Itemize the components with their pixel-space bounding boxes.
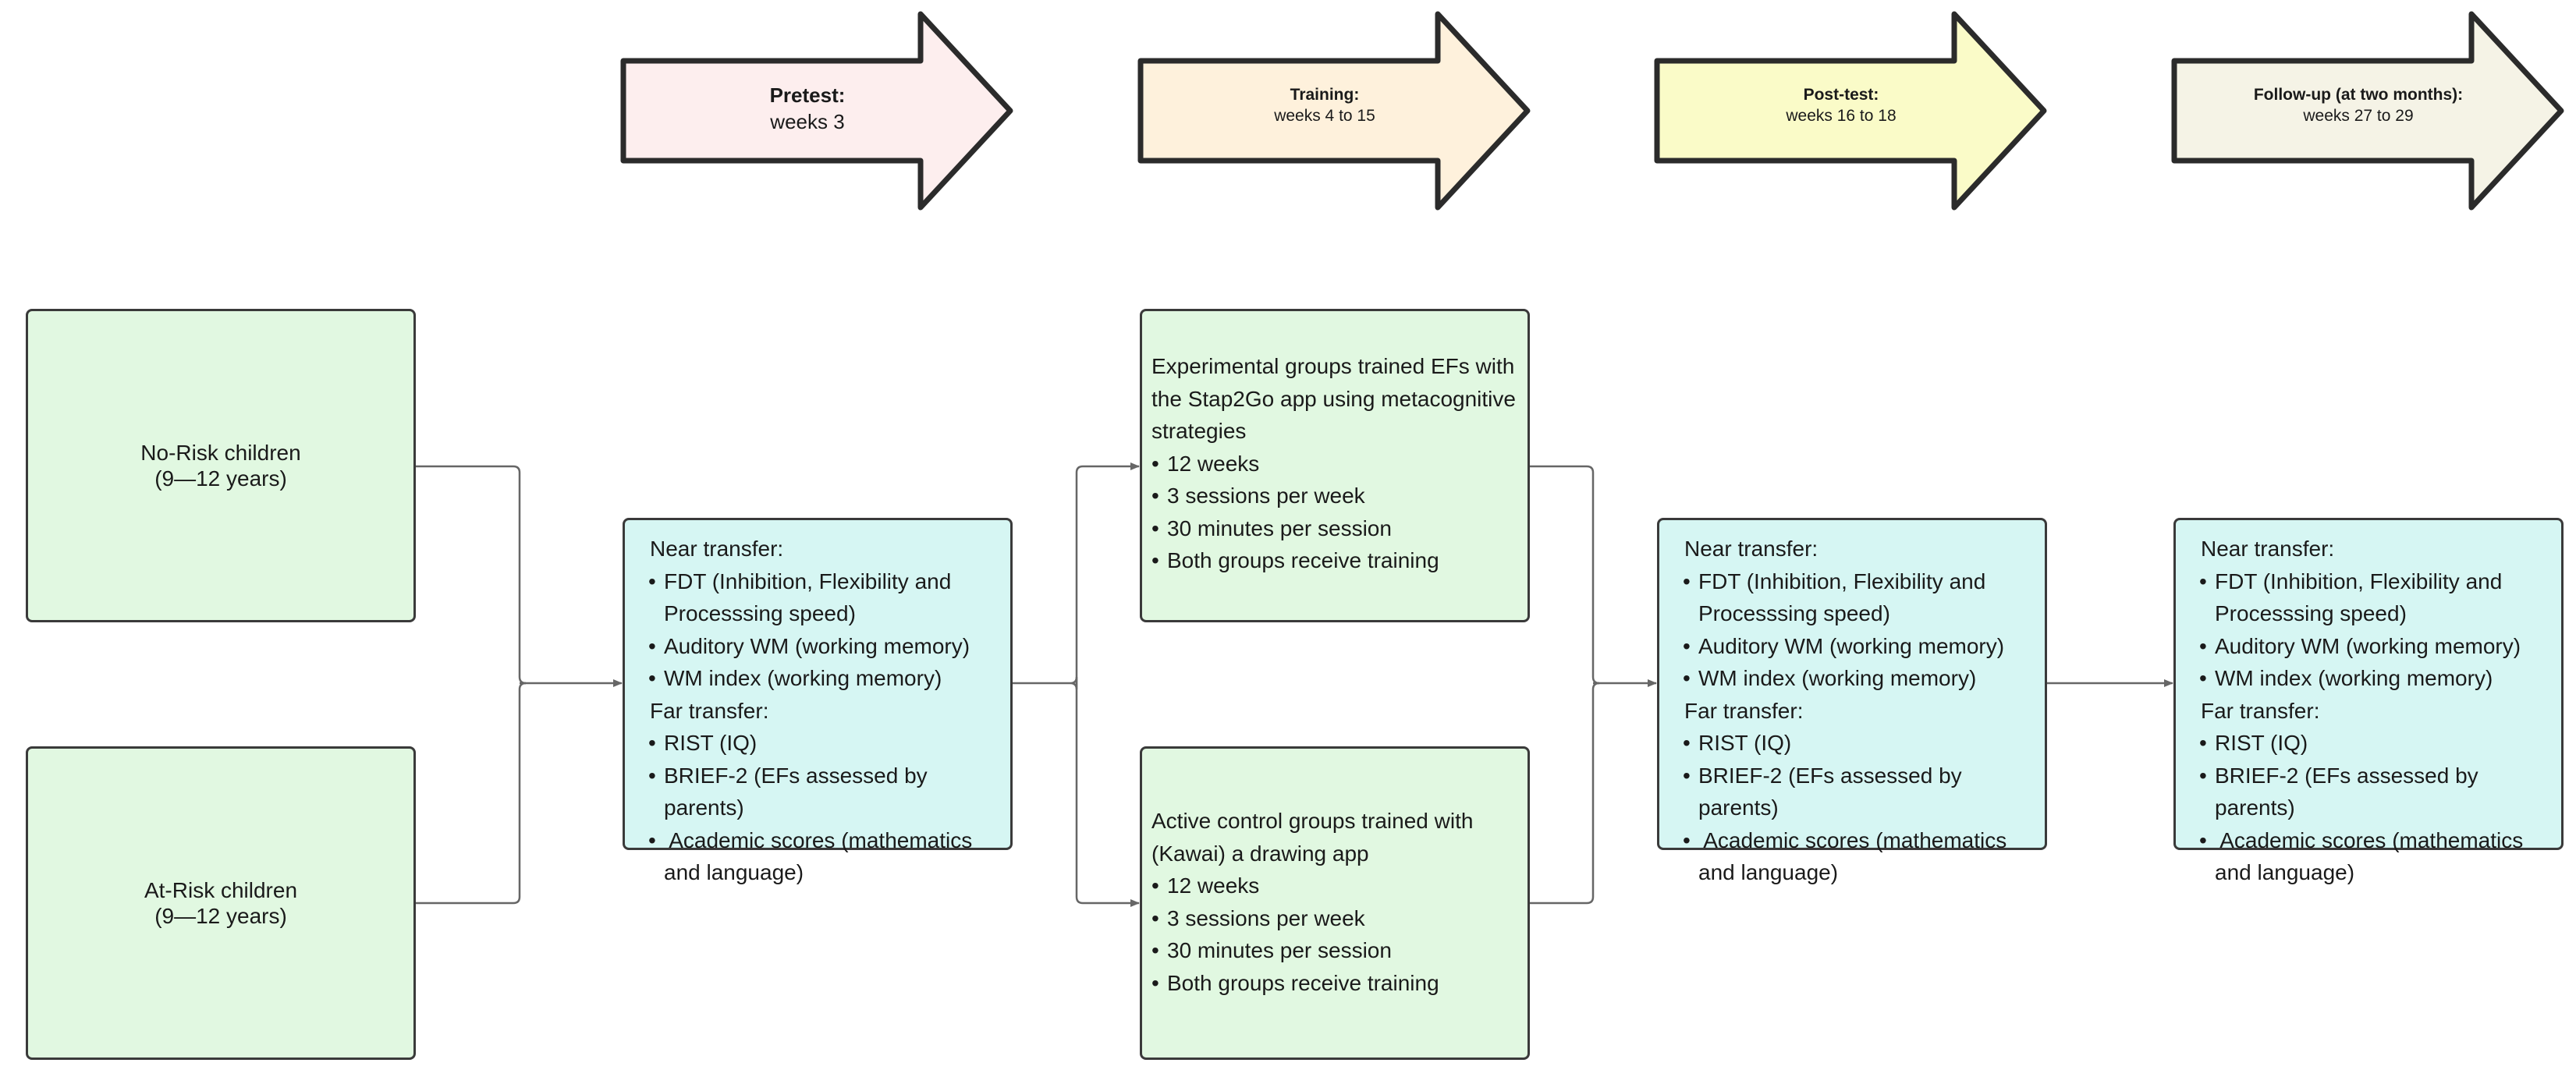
phase-weeks: weeks 27 to 29 bbox=[2303, 107, 2414, 126]
phase-weeks: weeks 16 to 18 bbox=[1786, 107, 1897, 126]
measure-item: BRIEF-2 (EFs assessed by parents) bbox=[2185, 760, 2552, 824]
training-description: Experimental groups trained EFs with the… bbox=[1151, 354, 1516, 443]
measure-item: RIST (IQ) bbox=[2185, 727, 2552, 760]
phase-arrow-pretest bbox=[620, 11, 1013, 211]
connector-pretest-trunk bbox=[1013, 676, 1078, 690]
posttest-measures-box: Near transfer: FDT (Inhibition, Flexibil… bbox=[1657, 518, 2047, 884]
near-transfer-heading: Near transfer: bbox=[2201, 537, 2335, 561]
measure-item: FDT (Inhibition, Flexibility and Process… bbox=[1669, 565, 2035, 630]
pretest-measures-box: Near transfer: FDT (Inhibition, Flexibil… bbox=[623, 518, 1013, 884]
phase-label-followup: Follow-up (at two months): weeks 27 to 2… bbox=[2179, 84, 2538, 127]
phase-arrow-training bbox=[1137, 11, 1531, 211]
connector-pretest-to-experimental bbox=[1075, 462, 1140, 683]
near-transfer-heading: Near transfer: bbox=[1684, 537, 1818, 561]
group-age: (9—12 years) bbox=[154, 466, 287, 491]
measure-item: Academic scores (mathematics and languag… bbox=[634, 824, 1001, 889]
phase-title: Post-test: bbox=[1803, 86, 1879, 104]
no-risk-group-box: No-Risk children (9—12 years) bbox=[26, 309, 416, 622]
measure-item: RIST (IQ) bbox=[1669, 727, 2035, 760]
group-name: No-Risk children bbox=[140, 441, 301, 465]
measure-item: BRIEF-2 (EFs assessed by parents) bbox=[1669, 760, 2035, 824]
phase-label-posttest: Post-test: weeks 16 to 18 bbox=[1662, 84, 2021, 127]
connector-control-out bbox=[1529, 682, 1600, 905]
measure-item: Academic scores (mathematics and languag… bbox=[1669, 824, 2035, 889]
far-transfer-heading: Far transfer: bbox=[1684, 698, 1804, 723]
measure-item: Academic scores (mathematics and languag… bbox=[2185, 824, 2552, 889]
phase-weeks: weeks 4 to 15 bbox=[1274, 107, 1375, 126]
near-transfer-heading: Near transfer: bbox=[650, 537, 784, 561]
connector-experimental-out bbox=[1529, 465, 1600, 685]
far-transfer-heading: Far transfer: bbox=[650, 698, 769, 723]
training-item: Both groups receive training bbox=[1151, 967, 1518, 1000]
measure-item: WM index (working memory) bbox=[634, 662, 1001, 695]
phase-weeks: weeks 3 bbox=[770, 109, 845, 133]
training-description: Active control groups trained with (Kawa… bbox=[1151, 809, 1474, 866]
measure-item: WM index (working memory) bbox=[2185, 662, 2552, 695]
training-item: 12 weeks bbox=[1151, 448, 1518, 480]
training-item: 30 minutes per session bbox=[1151, 934, 1518, 967]
measure-item: FDT (Inhibition, Flexibility and Process… bbox=[2185, 565, 2552, 630]
group-name: At-Risk children bbox=[144, 878, 298, 902]
phase-arrow-followup bbox=[2171, 11, 2564, 211]
measure-item: WM index (working memory) bbox=[1669, 662, 2035, 695]
phase-label-pretest: Pretest: weeks 3 bbox=[628, 83, 987, 136]
measure-item: Auditory WM (working memory) bbox=[634, 630, 1001, 663]
connector-pretest-to-control bbox=[1075, 683, 1140, 907]
training-item: 3 sessions per week bbox=[1151, 480, 1518, 512]
measure-item: BRIEF-2 (EFs assessed by parents) bbox=[634, 760, 1001, 824]
followup-measures-box: Near transfer: FDT (Inhibition, Flexibil… bbox=[2173, 518, 2564, 884]
phase-title: Pretest: bbox=[769, 83, 846, 107]
measure-item: Auditory WM (working memory) bbox=[2185, 630, 2552, 663]
phase-title: Training: bbox=[1290, 86, 1360, 104]
phase-arrow-posttest bbox=[1654, 11, 2047, 211]
training-item: 12 weeks bbox=[1151, 870, 1518, 902]
connector-at-risk bbox=[415, 682, 527, 905]
experimental-training-box: Experimental groups trained EFs with the… bbox=[1140, 309, 1530, 622]
group-age: (9—12 years) bbox=[154, 904, 287, 928]
training-item: 30 minutes per session bbox=[1151, 512, 1518, 545]
phase-title: Follow-up (at two months): bbox=[2253, 86, 2464, 104]
measure-item: RIST (IQ) bbox=[634, 727, 1001, 760]
training-item: 3 sessions per week bbox=[1151, 902, 1518, 935]
far-transfer-heading: Far transfer: bbox=[2201, 698, 2320, 723]
at-risk-group-box: At-Risk children (9—12 years) bbox=[26, 746, 416, 1060]
control-training-box: Active control groups trained with (Kawa… bbox=[1140, 746, 1530, 1060]
connector-no-risk bbox=[415, 465, 527, 685]
training-item: Both groups receive training bbox=[1151, 544, 1518, 577]
measure-item: FDT (Inhibition, Flexibility and Process… bbox=[634, 565, 1001, 630]
phase-label-training: Training: weeks 4 to 15 bbox=[1145, 84, 1504, 127]
measure-item: Auditory WM (working memory) bbox=[1669, 630, 2035, 663]
